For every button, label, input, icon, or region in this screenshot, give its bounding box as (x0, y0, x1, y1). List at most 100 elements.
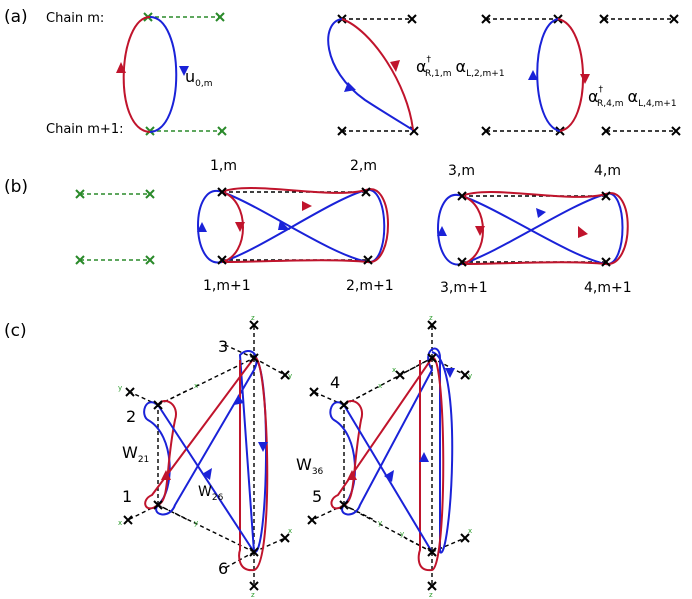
site-marker (395, 370, 405, 380)
arrow-icon (344, 82, 356, 92)
site-marker (249, 547, 259, 557)
loop-red (221, 191, 244, 263)
site-number: 6 (218, 559, 228, 578)
arrow-up-icon (347, 470, 357, 480)
bond-label-y: y (400, 530, 404, 538)
site-marker (153, 500, 163, 510)
loop-red-half (341, 18, 414, 131)
site-marker (427, 581, 437, 591)
site-number: 1 (122, 487, 132, 506)
chain-m-label: Chain m: (46, 11, 104, 26)
bond-label-z: z (251, 314, 255, 322)
hexagon-left-bonds (127, 325, 286, 586)
bond-label-z: z (429, 314, 433, 322)
bond-label-group: z y y x x y x z (118, 314, 292, 599)
loop-blue-half (149, 16, 178, 133)
site-marker (427, 320, 437, 330)
site-label: 4,m (594, 163, 621, 179)
site-marker (460, 370, 470, 380)
site-label: 3,m+1 (440, 280, 488, 296)
arrow-up-icon (437, 226, 447, 236)
loop-blue-w (143, 350, 267, 554)
loop-red (221, 187, 389, 264)
bond-label-x: x (288, 527, 292, 535)
arrow-right-icon (302, 201, 312, 211)
bond-label-y: y (378, 519, 382, 527)
site-marker (339, 500, 349, 510)
site-marker (215, 12, 225, 22)
site-marker (427, 353, 437, 363)
site-label: 2,m+1 (346, 278, 394, 294)
arrow-down-icon (179, 66, 189, 76)
panel-c: (c) z y y x x y x z (4, 314, 472, 599)
site-marker (361, 187, 371, 197)
bond-label-y: y (468, 372, 472, 380)
site-marker (249, 353, 259, 363)
arrow-down-icon (258, 442, 268, 452)
arrow-down-icon (475, 226, 485, 236)
site-marker (407, 14, 417, 24)
w21-label: W21 (122, 443, 149, 465)
bond-label-x: x (194, 382, 198, 390)
site-marker (481, 14, 491, 24)
loop-red (461, 191, 629, 266)
loop-blue-w26 (157, 404, 255, 553)
site-marker (249, 320, 259, 330)
site-marker (601, 257, 611, 267)
arrow-down-icon (580, 74, 590, 84)
loop-red (461, 195, 484, 265)
bond-label-y: y (194, 519, 198, 527)
arrow-icon (278, 220, 290, 230)
site-marker (145, 189, 155, 199)
arrow-icon (202, 468, 212, 480)
site-marker (309, 387, 319, 397)
bond-label-z: z (429, 591, 433, 599)
loop-blue-half (327, 18, 414, 131)
panel-b: (b) 1,m 2,m 1,m+1 2,m+1 (4, 158, 632, 296)
panel-label-a: (a) (4, 7, 28, 27)
site-marker (217, 187, 227, 197)
site-marker (307, 515, 317, 525)
bond-label-x: x (468, 527, 472, 535)
loop-red-half (122, 16, 151, 133)
arrow-up-icon (161, 470, 171, 480)
site-marker (337, 126, 347, 136)
arrow-up-icon (197, 222, 207, 232)
site-marker (145, 255, 155, 265)
site-marker (280, 370, 290, 380)
bond-label-x: x (118, 519, 122, 527)
panel-label-b: (b) (4, 177, 28, 197)
arrow-icon (536, 208, 546, 218)
arrow-down-icon (445, 368, 455, 378)
site-marker (599, 14, 609, 24)
arrow-icon (234, 395, 244, 405)
site-marker (75, 189, 85, 199)
site-marker (123, 515, 133, 525)
site-marker (249, 581, 259, 591)
site-marker (457, 257, 467, 267)
site-marker (457, 191, 467, 201)
arrow-up-icon (528, 70, 538, 80)
site-marker (75, 255, 85, 265)
bond-label-y: y (288, 372, 292, 380)
bond-label-x: x (392, 366, 396, 374)
site-marker (363, 255, 373, 265)
bond-label-group: z y x x y x y z (378, 314, 472, 599)
bond-label-x: x (378, 382, 382, 390)
arrow-icon (390, 60, 400, 72)
arrow-up-icon (419, 452, 429, 462)
site-number: 4 (330, 373, 340, 392)
site-marker (671, 126, 681, 136)
loop-red-w (330, 356, 445, 572)
w36-label: W36 (296, 455, 324, 477)
u-operator-label: u0,m (185, 67, 213, 89)
panel-label-c: (c) (4, 321, 27, 341)
w26-label: W26 (198, 484, 224, 503)
site-marker (217, 126, 227, 136)
site-label: 4,m+1 (584, 280, 632, 296)
bond-label-y: y (118, 384, 122, 392)
chain-m1-label: Chain m+1: (46, 122, 123, 137)
